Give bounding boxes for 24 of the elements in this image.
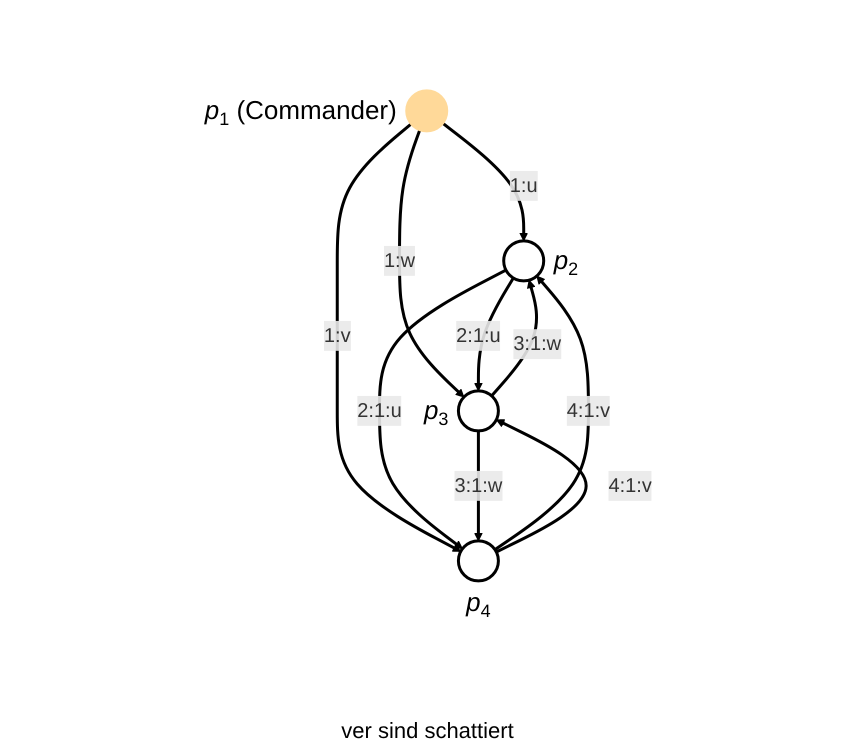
edge-label: 4:1:v xyxy=(608,474,652,497)
node-circle xyxy=(502,239,545,282)
node-circle xyxy=(404,89,448,132)
edge-label: 2:1:u xyxy=(456,324,500,347)
node-caption: p$_{4}$ xyxy=(466,586,490,621)
node-circle xyxy=(456,389,500,432)
arrow xyxy=(335,122,461,552)
edge-label: 1:w xyxy=(384,250,415,272)
edge-label: 1:v xyxy=(324,324,350,347)
node-caption: p$_{1}$ (Commander) xyxy=(204,94,396,129)
arrow xyxy=(495,419,588,554)
note-text: ver sind schattiert xyxy=(341,718,514,744)
arrow xyxy=(441,122,528,242)
edge-label: 3:1:w xyxy=(454,474,502,497)
edge-label: 4:1:v xyxy=(566,400,610,422)
arrow xyxy=(378,268,506,550)
arrow xyxy=(398,129,464,398)
edge-label: 1:u xyxy=(509,174,538,197)
node-circle xyxy=(456,539,500,582)
node-caption: p$_{3}$ xyxy=(424,394,448,429)
edge-label: 2:1:u xyxy=(356,400,402,422)
edge-label: 3:1:w xyxy=(512,333,561,356)
arrow xyxy=(494,276,590,551)
node-caption: p$_{2}$ xyxy=(553,244,578,279)
